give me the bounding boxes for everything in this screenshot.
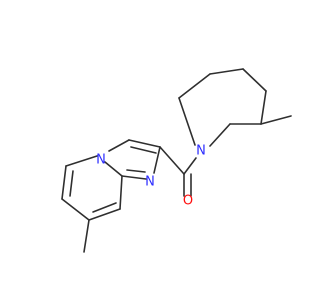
bond-c7-c8 (88, 208, 121, 221)
bond-layer (61, 68, 292, 253)
bond-c5-c6-double (69, 170, 74, 197)
molecule-drawing: N N N O (61, 68, 292, 253)
bond-c8-c8a (119, 175, 123, 210)
bond-pip-c3-c4 (260, 90, 267, 125)
bond-pip-n-c2 (209, 123, 231, 147)
bond-c3-c2-double (130, 146, 157, 154)
bond-pip-c6-c7 (178, 73, 211, 99)
bond-carbonyl-n-pip (183, 157, 197, 175)
bond-c2-n1 (153, 146, 161, 174)
bond-c5-c6 (61, 165, 67, 200)
bond-c2-carbonyl (159, 146, 185, 175)
atom-label-n-piperidine: N (196, 144, 206, 159)
bond-c7-c8-double (92, 202, 117, 213)
bond-pip-c5-c6 (209, 68, 244, 75)
bond-pip-c7-n (178, 97, 196, 146)
bond-c7-methyl (83, 219, 90, 253)
bond-pip-c4-c5 (242, 68, 267, 92)
atom-label-n-imidazole: N (145, 175, 155, 190)
atom-label-o-carbonyl: O (183, 194, 193, 209)
atom-label-n-pyridine: N (96, 153, 106, 168)
bond-n4-c3 (108, 139, 130, 152)
bond-pip-methyl (260, 115, 292, 125)
bond-c6-c7 (61, 198, 90, 221)
bond-n1-c8a-double (126, 169, 146, 173)
atom-label-layer: N N N O (96, 144, 206, 209)
bond-c3-c2 (128, 139, 161, 148)
bond-c8a-n4 (104, 161, 123, 177)
bond-n1-c8a (121, 175, 147, 180)
structure-canvas: N N N O (61, 68, 292, 253)
bond-n4-c5 (65, 155, 98, 167)
